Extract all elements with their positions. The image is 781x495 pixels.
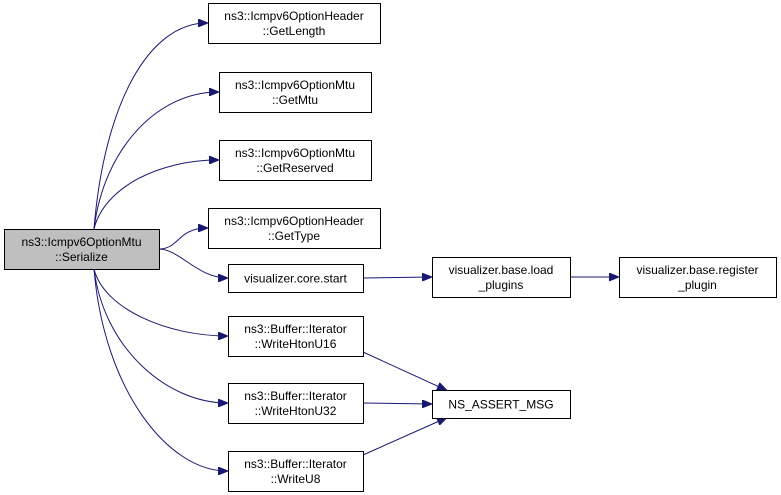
node-box [432,257,571,298]
node-box [219,140,372,181]
node-label: ns3::Icmpv6OptionHeader [224,214,363,228]
node-box [432,390,571,419]
node-box [228,264,364,293]
node-label: ::GetMtu [272,93,318,107]
node-label: ns3::Buffer::Iterator [244,389,347,403]
node-getlength[interactable]: ns3::Icmpv6OptionHeader::GetLength [208,3,381,44]
edge-writeu8-to-nsassert [362,418,446,456]
node-getreserved[interactable]: ns3::Icmpv6OptionMtu::GetReserved [219,140,372,181]
node-box [208,208,381,249]
node-writehtonu16[interactable]: ns3::Buffer::Iterator::WriteHtonU16 [228,316,364,357]
edge-serialize-to-corestart [158,248,227,278]
edge-serialize-to-getmtu [93,92,218,230]
node-label: visualizer.base.load [449,263,554,277]
node-label: ns3::Icmpv6OptionHeader [224,9,363,23]
node-label: ns3::Buffer::Iterator [244,322,347,336]
node-label: ::GetType [268,229,320,243]
edge-serialize-to-getlength [93,23,207,230]
edge-serialize-to-getreserved [93,160,218,230]
node-label: ::Serialize [55,250,108,264]
node-serialize[interactable]: ns3::Icmpv6OptionMtu::Serialize [4,229,160,270]
node-label: visualizer.base.register [636,263,758,277]
node-label: ns3::Icmpv6OptionMtu [21,235,141,249]
node-box [4,229,160,270]
node-box [228,383,364,424]
node-box [219,72,372,113]
node-nsassert[interactable]: NS_ASSERT_MSG [432,390,571,419]
node-writehtonu32[interactable]: ns3::Buffer::Iterator::WriteHtonU32 [228,383,364,424]
edge-writehtonu16-to-nsassert [362,351,446,390]
edge-corestart-to-loadplugins [362,277,431,278]
node-label: NS_ASSERT_MSG [448,398,553,412]
node-label: ::WriteHtonU32 [255,404,337,418]
node-corestart[interactable]: visualizer.core.start [228,264,364,293]
node-writeu8[interactable]: ns3::Buffer::Iterator::WriteU8 [228,451,364,492]
node-label: _plugin [677,278,717,292]
node-box [619,257,777,298]
node-box [228,451,364,492]
edge-serialize-to-gettype [158,228,207,250]
node-label: ns3::Icmpv6OptionMtu [235,78,355,92]
node-box [208,3,381,44]
edge-serialize-to-writehtonu32 [93,268,227,403]
edge-serialize-to-writeu8 [93,268,227,471]
node-label: ns3::Buffer::Iterator [244,457,347,471]
node-label: ::WriteU8 [271,472,321,486]
node-label: visualizer.core.start [244,272,347,286]
node-label: ::WriteHtonU16 [255,337,337,351]
edge-serialize-to-writehtonu16 [93,268,227,336]
node-label: ::GetReserved [256,161,333,175]
node-label: ::GetLength [263,24,326,38]
node-label: _plugins [478,278,524,292]
node-label: ns3::Icmpv6OptionMtu [235,146,355,160]
node-getmtu[interactable]: ns3::Icmpv6OptionMtu::GetMtu [219,72,372,113]
node-box [228,316,364,357]
node-registerplugin[interactable]: visualizer.base.register_plugin [619,257,777,298]
edge-writehtonu32-to-nsassert [362,403,431,404]
node-loadplugins[interactable]: visualizer.base.load_plugins [432,257,571,298]
node-gettype[interactable]: ns3::Icmpv6OptionHeader::GetType [208,208,381,249]
